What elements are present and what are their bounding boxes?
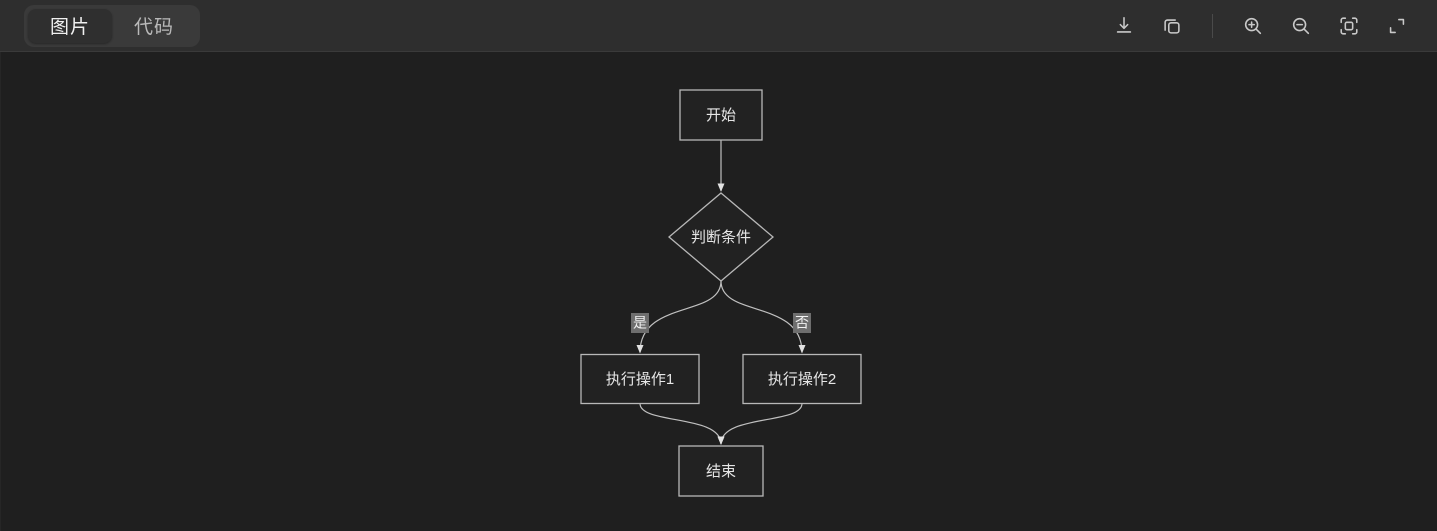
zoom-in-icon — [1242, 15, 1264, 37]
node-shape-rect — [678, 445, 764, 497]
node-label-op2: 执行操作2 — [768, 371, 836, 388]
zoom-in-button[interactable] — [1235, 8, 1271, 44]
fullscreen-button[interactable] — [1379, 8, 1415, 44]
edge-cond-to-op2 — [720, 280, 806, 354]
download-button[interactable] — [1106, 8, 1142, 44]
edge-labels-layer: 是否 — [631, 313, 811, 333]
node-shape-rect — [679, 89, 763, 141]
edge-op1-to-end — [639, 403, 725, 445]
edge-op2-to-end — [717, 403, 803, 445]
node-label-op1: 执行操作1 — [606, 371, 674, 388]
copy-icon — [1161, 15, 1183, 37]
tab-image[interactable]: 图片 — [28, 8, 113, 43]
node-shape-rect — [580, 353, 700, 405]
node-end[interactable]: 结束 — [678, 445, 764, 497]
node-shape-diamond — [667, 192, 775, 282]
fit-screen-icon — [1338, 15, 1360, 37]
fullscreen-icon — [1386, 15, 1408, 37]
edges-layer — [636, 140, 806, 445]
toolbar-actions — [1106, 0, 1415, 52]
zoom-out-button[interactable] — [1283, 8, 1319, 44]
edge-label-0: 是 — [631, 313, 649, 333]
node-cond[interactable]: 判断条件 — [667, 192, 775, 282]
view-mode-tabs: 图片 代码 — [24, 4, 201, 47]
toolbar-divider — [1212, 13, 1213, 38]
edge-label-bg — [793, 313, 811, 333]
tab-code-label: 代码 — [134, 17, 175, 38]
node-label-end: 结束 — [706, 463, 736, 480]
node-label-cond: 判断条件 — [691, 229, 751, 246]
edge-cond-to-op1 — [636, 280, 722, 354]
node-op1[interactable]: 执行操作1 — [580, 353, 700, 405]
edge-label-text: 是 — [633, 315, 647, 331]
copy-button[interactable] — [1154, 8, 1190, 44]
edge-label-1: 否 — [793, 313, 811, 333]
edge-label-text: 否 — [795, 315, 809, 331]
node-start[interactable]: 开始 — [679, 89, 763, 141]
fit-screen-button[interactable] — [1331, 8, 1367, 44]
edge-label-bg — [631, 313, 649, 333]
tab-code[interactable]: 代码 — [112, 9, 196, 43]
toolbar-header: 图片 代码 — [0, 0, 1437, 52]
download-icon — [1113, 15, 1135, 37]
tab-image-label: 图片 — [50, 17, 91, 38]
node-label-start: 开始 — [706, 107, 736, 124]
node-op2[interactable]: 执行操作2 — [742, 353, 862, 405]
zoom-out-icon — [1290, 15, 1312, 37]
node-shape-rect — [742, 353, 862, 405]
